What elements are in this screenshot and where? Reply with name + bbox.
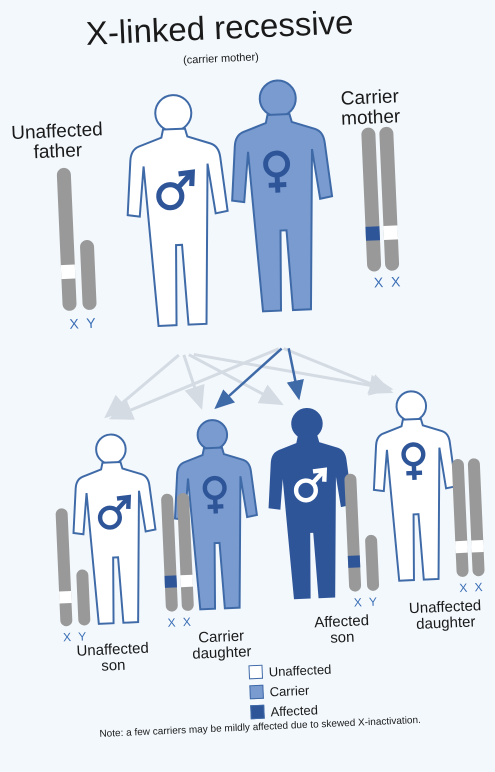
mother-chromosomes: [361, 127, 399, 272]
x-chromosome: [468, 458, 485, 576]
mother-figure: [227, 78, 337, 312]
child-unaffected-daughter-figure: [370, 390, 460, 582]
x-chromosome: [452, 459, 469, 577]
y-chromosome: [365, 535, 379, 591]
legend-label-affected: Affected: [270, 702, 318, 719]
child2-label: Carrier daughter: [171, 627, 272, 663]
mother-x1-mutant-gene: [365, 226, 380, 241]
child1-label: Unaffected son: [57, 640, 168, 677]
mother-x2-normal-gene: [383, 225, 398, 240]
father-chromosome-label: X Y: [69, 315, 98, 332]
father-y-chromosome: [80, 240, 97, 311]
inheritance-arrows: [104, 344, 391, 418]
legend-swatch-affected: [250, 705, 265, 720]
mutant-gene: [164, 575, 177, 588]
mother-x1-chromosome: [361, 127, 381, 271]
legend: Unaffected Carrier Affected: [248, 659, 333, 723]
y-chromosome: [76, 569, 90, 625]
normal-gene: [180, 575, 193, 588]
child3-label: Affected son: [296, 612, 387, 648]
legend-swatch-unaffected: [248, 665, 263, 680]
child2-chromosome-label: X X: [167, 615, 193, 630]
father-figure: [123, 93, 233, 327]
father-x-chromosome: [57, 168, 77, 311]
child-affected-son-figure: [265, 407, 355, 599]
mutant-gene: [348, 555, 361, 568]
mother-chromosome-label: X X: [374, 273, 403, 290]
legend-label-unaffected: Unaffected: [268, 661, 331, 679]
arrow-father-son1: [104, 355, 181, 416]
normal-gene: [455, 541, 468, 554]
normal-gene: [471, 540, 484, 553]
x-chromosome: [55, 508, 72, 626]
legend-swatch-carrier: [249, 685, 264, 700]
x-chromosome: [344, 473, 361, 591]
legend-label-carrier: Carrier: [269, 682, 309, 699]
normal-gene: [59, 591, 72, 604]
child3-chromosome-label: X Y: [354, 595, 380, 610]
child4-label: Unaffected daughter: [395, 598, 495, 634]
child4-chromosome-label: X X: [459, 580, 485, 595]
arrow-mother-daughter2: [284, 344, 391, 397]
child-unaffected-daughter-chromosomes: [452, 458, 485, 577]
mother-x2-chromosome: [379, 127, 399, 271]
father-x-normal-gene: [61, 265, 76, 280]
father-chromosomes: [57, 167, 97, 311]
